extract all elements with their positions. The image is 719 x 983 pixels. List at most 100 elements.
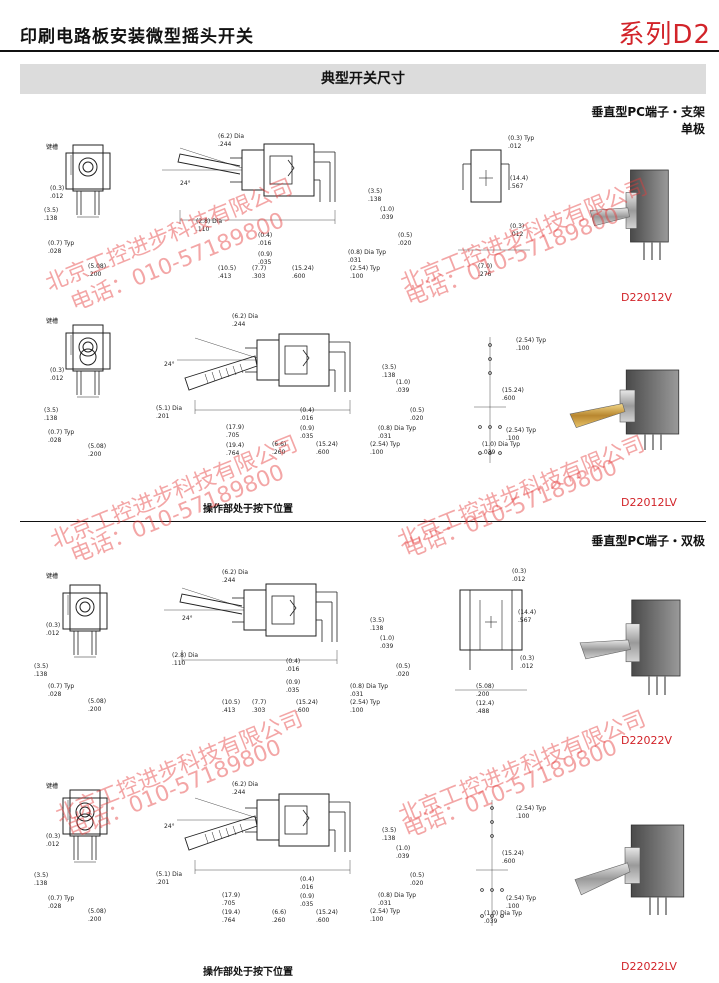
dimension-label: .138: [44, 415, 58, 422]
dimension-label: (0.4): [300, 876, 314, 883]
dimension-label: (0.7) Typ: [48, 895, 74, 902]
dimension-label: (2.8) Dia: [196, 218, 222, 225]
drawing-line: [239, 363, 244, 374]
dimension-label: .110: [172, 660, 186, 667]
section-label-double-pole: 垂直型PC端子・双极: [591, 533, 705, 550]
dimension-label: (17.9): [226, 424, 244, 431]
drawing-line: [218, 829, 223, 840]
dimension-label: (0.4): [286, 658, 300, 665]
dimension-label: .012: [46, 841, 60, 848]
drawing-line: [179, 147, 243, 169]
drawing-outline: [72, 324, 104, 372]
drawing-caption: 操作部处于按下位置: [203, 967, 293, 978]
dimension-label: (0.3): [50, 185, 64, 192]
drawing-line: [239, 823, 244, 834]
dimension-label: (15.24): [296, 699, 318, 706]
dimension-label: (15.24): [316, 909, 338, 916]
dimension-label: .200: [88, 271, 102, 278]
dimension-label: (0.3): [520, 655, 534, 662]
section-label-line1: 垂直型PC端子・双极: [591, 534, 705, 548]
dimension-label: (6.6): [272, 441, 286, 448]
dimension-label: .035: [286, 687, 300, 694]
drawing-outline: [256, 799, 280, 841]
drawing-line: [232, 825, 237, 836]
dimension-label: (14.4): [510, 175, 528, 182]
dimension-label: .138: [34, 880, 48, 887]
dimension-label: (0.5): [410, 872, 424, 879]
dimension-label: (3.5): [382, 827, 396, 834]
dimension-label: .031: [378, 433, 392, 440]
dimension-label: (2.54) Typ: [516, 337, 546, 344]
dimension-label: (2.54) Typ: [370, 908, 400, 915]
dimension-label: 24°: [182, 615, 193, 622]
dimension-label: (1.0) Dia Typ: [482, 441, 520, 448]
drawing-circle: [498, 451, 502, 455]
dimension-label: .039: [482, 449, 496, 456]
drawing-outline: [65, 152, 111, 190]
dimension-label: (3.5): [34, 872, 48, 879]
dimension-label: (0.5): [398, 232, 412, 239]
drawing-outline: [72, 144, 104, 192]
drawing-line: [232, 365, 237, 376]
dimension-label: (3.5): [44, 407, 58, 414]
dimension-label: (10.5): [218, 265, 236, 272]
dimension-label: (0.9): [300, 425, 314, 432]
dimension-label: .110: [196, 226, 210, 233]
switch-lever: [579, 639, 631, 660]
dimension-label: .200: [476, 691, 490, 698]
dimension-label: (0.3): [46, 833, 60, 840]
dimension-label: .567: [518, 617, 532, 624]
dimension-label: (12.4): [476, 700, 494, 707]
section-label-line1: 垂直型PC端子・支架: [591, 105, 705, 119]
drawing-line: [204, 833, 209, 844]
drawing-circle: [500, 914, 504, 918]
dimension-label: (6.6): [272, 909, 286, 916]
dimension-label: (0.3): [46, 622, 60, 629]
drawing-outline: [65, 332, 111, 370]
dimension-label: .039: [396, 853, 410, 860]
switch-lever: [574, 862, 631, 896]
drawing-outline: [284, 805, 308, 835]
dimension-label: 键槽: [46, 143, 58, 151]
dimension-label: .764: [222, 917, 236, 924]
dimension-label: (3.5): [44, 207, 58, 214]
dimension-label: (1.0): [380, 635, 394, 642]
dimension-label: .100: [370, 916, 384, 923]
dimension-label: (0.8) Dia Typ: [350, 683, 388, 690]
drawing-circle: [82, 341, 94, 353]
dimension-label: (6.2) Dia: [232, 781, 258, 788]
drawing-circle: [498, 425, 502, 429]
drawing-circle: [79, 348, 97, 366]
dimension-label: (0.5): [396, 663, 410, 670]
dimension-label: (1.0): [380, 206, 394, 213]
dimension-label: .200: [88, 451, 102, 458]
dimension-label: .138: [34, 671, 48, 678]
dimension-label: .039: [380, 643, 394, 650]
dimension-label: .028: [48, 691, 62, 698]
model-number: D22012V: [621, 291, 672, 304]
drawing-outline: [265, 583, 317, 637]
model-number: D22022V: [621, 734, 672, 747]
drawing-line: [218, 369, 223, 380]
dimension-label: .244: [232, 321, 246, 328]
dimension-label: (7.7): [252, 699, 266, 706]
dimension-label: .138: [368, 196, 382, 203]
dimension-label: .138: [370, 625, 384, 632]
drawing-path: [184, 815, 258, 851]
dimension-label: (15.24): [502, 387, 524, 394]
dimension-label: (2.54) Typ: [350, 265, 380, 272]
dimension-label: .600: [292, 273, 306, 280]
drawing-outline: [243, 589, 267, 631]
dimension-label: (0.3): [50, 367, 64, 374]
dimension-label: (0.7) Typ: [48, 683, 74, 690]
dimension-label: .016: [258, 240, 272, 247]
dimension-label: (19.4): [222, 909, 240, 916]
dimension-label: (0.3) Typ: [508, 135, 534, 142]
dimension-label: .567: [510, 183, 524, 190]
dimension-label: (0.9): [286, 679, 300, 686]
dimension-label: (0.4): [300, 407, 314, 414]
dimension-label: (17.9): [222, 892, 240, 899]
drawing-outline: [256, 339, 280, 381]
drawing-outline: [470, 149, 502, 203]
dimension-label: (2.54) Typ: [516, 805, 546, 812]
